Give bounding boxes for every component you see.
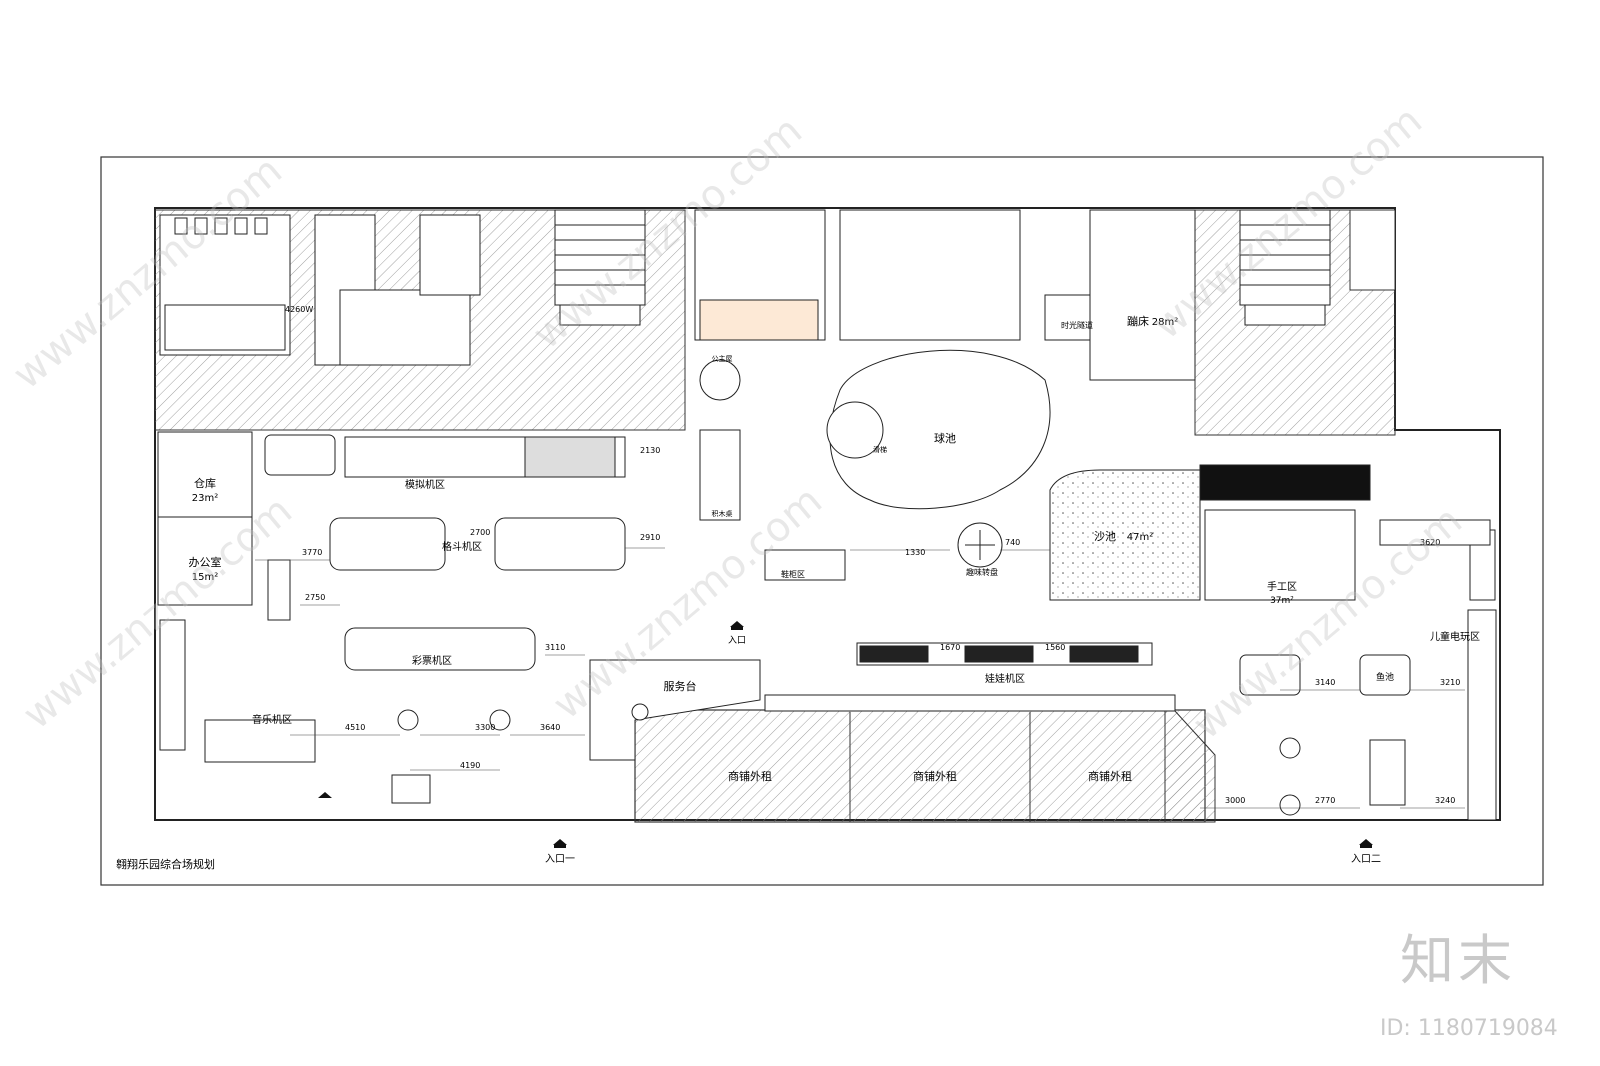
craft-zone-label: 手工区 [1267,580,1297,593]
kids-arcade-label: 儿童电玩区 [1430,630,1480,643]
service-desk-label: 服务台 [664,679,697,693]
dim-label: 3000 [1225,796,1245,805]
watermark-id: ID: 1180719084 [1380,1016,1558,1041]
ball-pool-label: 球池 [934,431,956,445]
dim-label: 3240 [1435,796,1455,805]
fish-pond-label: 鱼池 [1376,671,1394,683]
office-area: 15m² [192,572,218,583]
dim-label: 1330 [905,548,925,557]
doll-machines [764,642,1176,712]
doll-zone-label: 娃娃机区 [985,672,1025,685]
entrance-2-label: 入口二 [1351,854,1381,865]
washroom-block [159,209,1331,366]
time-tunnel-label: 时光隧道 [1061,320,1093,330]
office-label: 办公室 [189,555,222,569]
dim-label: 3140 [1315,678,1335,687]
service-desk [589,659,761,761]
dim-label: 2130 [640,446,660,455]
simulator-zone-label: 模拟机区 [405,478,445,491]
kids-arcade-machines [1239,519,1497,821]
dim-label: 4260W [285,305,313,314]
turntable-label: 趣味转盘 [966,567,998,577]
warehouse-area: 23m² [192,493,218,504]
fighting-zone-label: 格斗机区 [442,540,482,553]
sand-pool-label: 沙池 [1094,530,1116,543]
office-room [157,516,253,606]
shop-3-label: 商铺外租 [1088,769,1132,783]
play-area [694,209,1371,601]
dim-label: 4190 [460,761,480,770]
trampoline-label: 蹦床 [1127,314,1149,328]
lottery-zone-label: 彩票机区 [412,654,452,667]
dim-label: 740 [1005,538,1020,547]
round-tables [391,703,1301,816]
dim-label: 3210 [1440,678,1460,687]
dim-label: 3640 [540,723,560,732]
dim-label: 3620 [1420,538,1440,547]
watermark-brand: 知末 [1400,929,1516,992]
plan-title: 翱翔乐园综合场规划 [116,857,215,871]
shop-2-label: 商铺外租 [913,769,957,783]
slide-label: 滑梯 [873,445,887,454]
dimension-lines [255,547,1465,809]
entrance-markers [318,621,1373,848]
plan-border [100,156,1544,886]
music-zone-label: 音乐机区 [252,713,292,726]
dim-label: 1670 [940,643,960,652]
dim-label: 4510 [345,723,365,732]
entrance-1-label: 入口一 [545,854,575,865]
shoe-zone-label: 鞋柜区 [781,569,805,579]
princess-room-label: 公主屋 [712,354,733,363]
building-outline [154,207,1501,821]
dim-label: 2770 [1315,796,1335,805]
sand-pool-area: 47m² [1127,532,1153,543]
warehouse-label: 仓库 [194,476,216,490]
shop-1-label: 商铺外租 [728,769,772,783]
craft-area: 37m² [1270,596,1294,606]
warehouse-room [157,431,253,518]
blocks-label: 积木桌 [712,509,733,518]
dim-label: 3110 [545,643,565,652]
dim-label: 2750 [305,593,325,602]
dim-label: 3770 [302,548,322,557]
entrance-main-label: 入口 [728,635,746,646]
arcade-machines [159,434,626,763]
dim-label: 2700 [470,528,490,537]
dim-label: 3300 [475,723,495,732]
dim-label: 2910 [640,533,660,542]
trampoline-area: 28m² [1152,317,1178,328]
dim-label: 1560 [1045,643,1065,652]
